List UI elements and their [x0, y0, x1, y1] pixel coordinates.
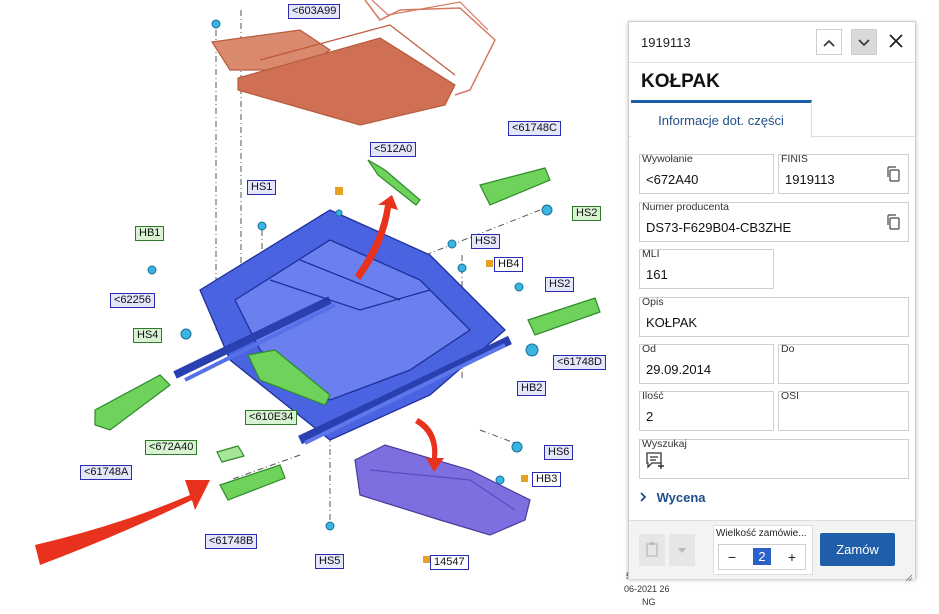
green-trims [94, 159, 601, 501]
field-value: 2 [646, 409, 654, 424]
field-value: 1919113 [785, 172, 835, 187]
field-osi[interactable]: OSI [778, 390, 909, 431]
field-numer-producenta[interactable]: Numer producenta DS73-F629B04-CB3ZHE [639, 201, 909, 242]
part-info-panel: 1919113 KOŁPAK Informacje dot. części Wy… [628, 21, 916, 582]
panel-footer: Wielkość zamówie... − 2 + Zamów [629, 520, 915, 582]
callout-hb4: HB4 [494, 257, 524, 272]
order-button[interactable]: Zamów [820, 533, 895, 566]
field-label: FINIS [781, 153, 808, 165]
order-quantity-group: Wielkość zamówie... − 2 + [713, 525, 813, 575]
increment-button[interactable]: + [787, 549, 797, 565]
resize-grip-icon[interactable] [905, 569, 913, 582]
callout-hs3: HS3 [471, 234, 501, 249]
field-label: Ilość [642, 390, 664, 402]
copy-icon[interactable] [886, 214, 902, 230]
caret-down-icon [678, 543, 686, 557]
seat-frame [173, 209, 512, 445]
clipboard-button[interactable] [639, 534, 665, 566]
field-wyszukaj[interactable]: Wyszukaj [639, 438, 909, 479]
callout-hb3: HB3 [532, 472, 562, 487]
field-value: DS73-F629B04-CB3ZHE [646, 220, 792, 235]
field-value: <672A40 [646, 172, 699, 187]
part-number: 1919113 [641, 35, 691, 50]
field-label: Do [781, 343, 795, 355]
chevron-up-icon [823, 35, 835, 50]
seat-heater-pad [210, 0, 496, 126]
tab-part-info[interactable]: Informacje dot. części [631, 100, 812, 138]
callout-hs2-top: HS2 [572, 206, 602, 221]
pricing-section-toggle[interactable]: Wycena [639, 490, 706, 505]
callout-512a0: <512A0 [370, 142, 417, 157]
callout-hs4: HS4 [133, 328, 163, 343]
fasteners [147, 19, 553, 531]
panel-tabs: Informacje dot. części [629, 100, 915, 138]
callout-hs2-mid: HS2 [545, 277, 575, 292]
quantity-input[interactable]: 2 [753, 548, 771, 565]
field-finis[interactable]: FINIS 1919113 [778, 153, 909, 194]
field-do[interactable]: Do [778, 343, 909, 384]
callout-hs6: HS6 [544, 445, 574, 460]
previous-part-button[interactable] [816, 29, 842, 55]
callout-14547: 14547 [430, 555, 469, 570]
callout-603a99: <603A99 [288, 4, 341, 19]
part-title: KOŁPAK [641, 71, 720, 92]
callout-61748c: <61748C [508, 121, 561, 136]
clipboard-icon [645, 541, 659, 560]
field-value: 29.09.2014 [646, 362, 712, 377]
decrement-button[interactable]: − [727, 549, 737, 565]
field-label: Wywołanie [642, 153, 693, 165]
field-value: 161 [646, 267, 668, 282]
field-label: Od [642, 343, 657, 355]
next-part-button[interactable] [851, 29, 877, 55]
field-label: Wyszukaj [642, 438, 687, 450]
field-od[interactable]: Od 29.09.2014 [639, 343, 774, 384]
field-opis[interactable]: Opis KOŁPAK [639, 296, 909, 337]
callout-61748a: <61748A [80, 465, 133, 480]
add-note-icon[interactable] [646, 452, 666, 475]
panel-header: 1919113 [629, 22, 915, 63]
close-panel-button[interactable] [885, 30, 907, 52]
callout-hs5: HS5 [315, 554, 345, 569]
field-label: MLI [642, 248, 660, 260]
quantity-label: Wielkość zamówie... [716, 528, 807, 539]
chevron-right-icon [639, 490, 651, 505]
copy-icon[interactable] [886, 166, 902, 182]
chevron-down-icon [858, 35, 870, 50]
close-icon [889, 28, 903, 54]
callout-hs1: HS1 [247, 180, 277, 195]
quantity-stepper[interactable]: − 2 + [718, 544, 806, 570]
field-ilosc[interactable]: Ilość 2 [639, 390, 774, 431]
seat-track [354, 444, 531, 536]
callout-61748d: <61748D [553, 355, 606, 370]
callout-61748b: <61748B [205, 534, 258, 549]
field-value: KOŁPAK [646, 315, 698, 330]
callout-62256: <62256 [110, 293, 156, 308]
field-label: Opis [642, 296, 664, 308]
callout-672a40: <672A40 [145, 440, 198, 455]
pricing-label: Wycena [656, 490, 706, 505]
field-label: Numer producenta [642, 201, 729, 213]
field-mli[interactable]: MLI 161 [639, 248, 774, 289]
callout-610e34: <610E34 [245, 410, 298, 425]
callout-hb1: HB1 [135, 226, 165, 241]
callout-hb2: HB2 [517, 381, 547, 396]
footnote-line-3: NG [642, 597, 656, 607]
red-arrows [35, 195, 444, 565]
footnote-line-2: 06-2021 26 [624, 584, 670, 594]
dropdown-button[interactable] [669, 534, 695, 566]
field-wywolanie[interactable]: Wywołanie <672A40 [639, 153, 774, 194]
field-label: OSI [781, 390, 800, 402]
